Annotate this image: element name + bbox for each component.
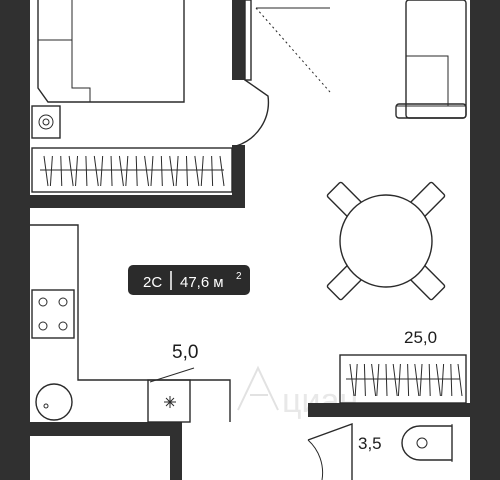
toilet [401, 424, 453, 462]
wardrobe-bedroom [31, 147, 233, 193]
hanger-line [354, 363, 358, 397]
wall-right [470, 0, 500, 480]
hanger-line [175, 155, 179, 187]
hanger-line [397, 363, 401, 397]
hanger-line [160, 155, 163, 187]
room-area-living: 25,0 [404, 328, 437, 347]
hanger-line [376, 363, 380, 397]
badge-area-exponent: 2 [236, 271, 242, 282]
hanger-line [414, 363, 420, 397]
room-area-bathroom: 3,5 [358, 434, 382, 453]
dining-table [326, 181, 446, 301]
hanger-line [419, 363, 423, 397]
wall-bedroom-bottom [30, 195, 245, 208]
hanger-line [435, 363, 441, 397]
hanger-line [125, 155, 129, 187]
hanger-line [385, 363, 388, 397]
hanger-line [150, 155, 154, 187]
hanger-line [68, 155, 74, 187]
badge-type: 2С [143, 274, 162, 291]
sofa [395, 0, 467, 119]
hanger-line [441, 363, 445, 397]
hanger-line [407, 363, 410, 397]
badge-background [128, 265, 250, 295]
room-area-kitchen: 5,0 [172, 342, 198, 363]
hanger-line [211, 155, 214, 187]
hanger-line [450, 363, 453, 397]
kitchen-counter [30, 224, 231, 423]
washing-machine [31, 105, 61, 139]
hanger-line [349, 363, 355, 397]
wall-left [0, 0, 30, 480]
hanger-line [110, 155, 113, 187]
hanger-line [118, 155, 124, 187]
hanger-line [457, 363, 463, 397]
hanger-line [194, 155, 200, 187]
hanger-line [43, 155, 49, 187]
wall-bathroom-top [308, 403, 470, 417]
hanger-line [363, 363, 366, 397]
hanger-line [100, 155, 104, 187]
hanger-line [49, 155, 53, 187]
wall-kitchen-bottom [30, 422, 182, 436]
hanger-line [60, 155, 63, 187]
hanger-line [169, 155, 175, 187]
doors-upper [235, 0, 331, 147]
bed [37, 0, 185, 103]
hanger-line [75, 155, 79, 187]
hanger-line [135, 155, 138, 187]
hanger-line [392, 363, 398, 397]
hanger-line [371, 363, 377, 397]
hanger-line [144, 155, 150, 187]
hanger-line [85, 155, 88, 187]
bathroom-door [307, 423, 353, 480]
hanger-line [219, 155, 225, 187]
wardrobe-living [339, 354, 467, 404]
hanger-line [428, 363, 431, 397]
hanger-line [93, 155, 99, 187]
hanger-line [200, 155, 204, 187]
wall-partition-upper [232, 0, 245, 80]
wall-partition-lower [232, 145, 245, 208]
wall-kitchen-stub [170, 436, 182, 480]
asterisk-icon [164, 396, 176, 408]
hanger-line [185, 155, 188, 187]
